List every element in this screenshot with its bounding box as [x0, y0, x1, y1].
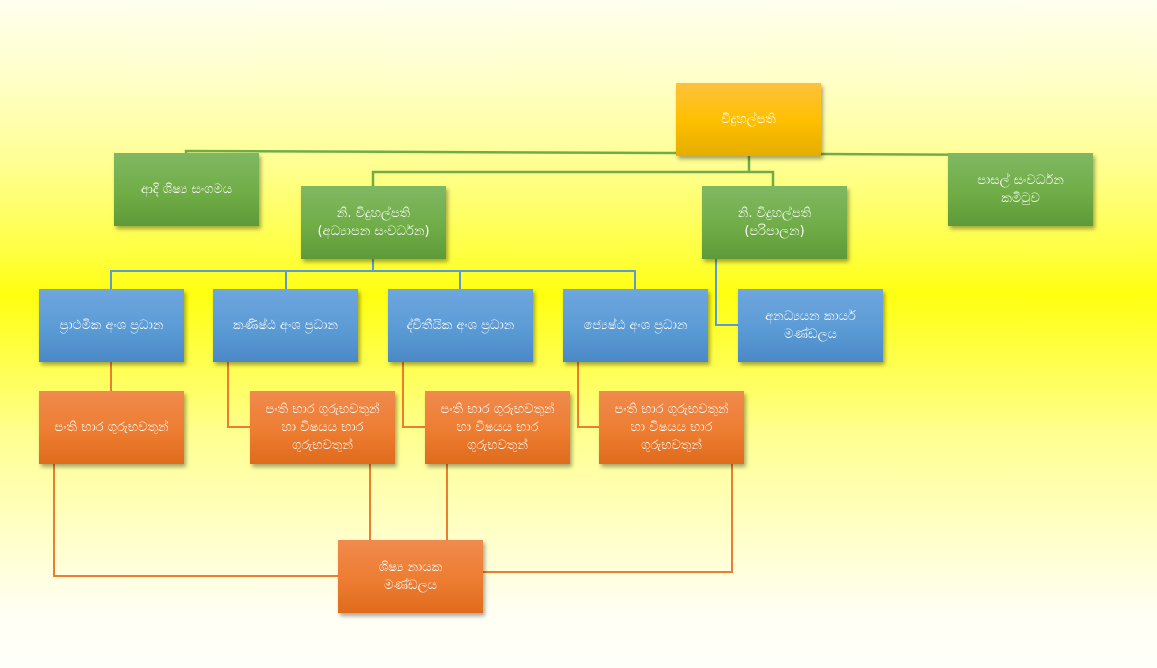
node-senior-section-head: ජ්‍යෙෂ්ඨ අංශ ප්‍රධාන: [563, 289, 708, 362]
node-primary-class-teachers: පංති භාර ගුරුභවතුන්: [39, 391, 184, 464]
node-label: පංති භාර ගුරුභවතුන් හා විෂයය භාර ගුරුභවත…: [614, 401, 729, 453]
node-label: පංති භාර ගුරුභවතුන් හා විෂයය භාර ගුරුභවත…: [265, 401, 380, 453]
connector-junior-head-teachers: [227, 361, 251, 428]
node-label: විදුහල්පති: [721, 111, 776, 127]
node-label: නි. විදුහල්පති (පරිපාලන): [737, 205, 812, 239]
node-past-pupils-association: ආදි ශිෂ්‍ය සංගමය: [114, 153, 259, 226]
node-non-academic-staff: අනධ්‍යයන කාර්ය මණ්ඩලය: [738, 289, 883, 362]
node-label: පංති භාර ගුරුභවතුන් හා විෂයය භාර ගුරුභවත…: [440, 401, 555, 453]
node-label: ජ්‍යෙෂ්ඨ අංශ ප්‍රධාන: [583, 317, 688, 333]
connector-deputy-admin-non-academic: [715, 258, 738, 326]
node-primary-section-head: ප්‍රාථමික අංශ ප්‍රධාන: [39, 289, 184, 362]
node-label: කණිෂ්ඨ අංශ ප්‍රධාන: [233, 317, 338, 333]
node-prefects-board: ශිෂ්‍ය නායක මණ්ඩලය: [338, 540, 483, 613]
node-label: නි. විදුහල්පති (අධ්‍යාපන සංවර්ධන): [317, 205, 430, 239]
connector-deputies-bar: [371, 170, 775, 186]
node-secondary-teachers: පංති භාර ගුරුභවතුන් හා විෂයය භාර ගුරුභවත…: [425, 391, 570, 464]
node-secondary-section-head: ද්විතීයික අංශ ප්‍රධාන: [388, 289, 533, 362]
node-deputy-principal-admin: නි. විදුහල්පති (පරිපාලන): [702, 186, 847, 259]
node-school-development-committee: පාසල් සංවර්ධන කමිටුව: [948, 153, 1093, 226]
node-label: ප්‍රාථමික අංශ ප්‍රධාන: [59, 317, 164, 333]
node-label: පාසල් සංවර්ධන කමිටුව: [977, 172, 1064, 206]
connector-secondary-head-teachers: [402, 361, 426, 428]
connector-section-heads-bar: [110, 270, 636, 289]
connector-senior-head-teachers: [577, 361, 600, 428]
connector-primary-teachers-prefects: [53, 463, 338, 577]
node-principal: විදුහල්පති: [676, 83, 821, 156]
node-junior-section-head: කණිෂ්ඨ අංශ ප්‍රධාන: [213, 289, 358, 362]
connector-principal-past-pupils: [184, 149, 677, 155]
node-label: ද්විතීයික අංශ ප්‍රධාන: [406, 317, 515, 333]
node-label: ශිෂ්‍ය නායක මණ්ඩලය: [378, 559, 443, 593]
node-label: පංති භාර ගුරුභවතුන්: [54, 419, 169, 435]
node-label: ආදි ශිෂ්‍ය සංගමය: [140, 181, 233, 197]
node-label: අනධ්‍යයන කාර්ය මණ්ඩලය: [765, 308, 856, 342]
node-deputy-principal-education: නි. විදුහල්පති (අධ්‍යාපන සංවර්ධන): [301, 186, 446, 259]
connector-senior-teachers-prefects: [482, 463, 733, 573]
node-senior-teachers: පංති භාර ගුරුභවතුන් හා විෂයය භාර ගුරුභවත…: [599, 391, 744, 464]
node-junior-teachers: පංති භාර ගුරුභවතුන් හා විෂයය භාර ගුරුභවත…: [250, 391, 395, 464]
